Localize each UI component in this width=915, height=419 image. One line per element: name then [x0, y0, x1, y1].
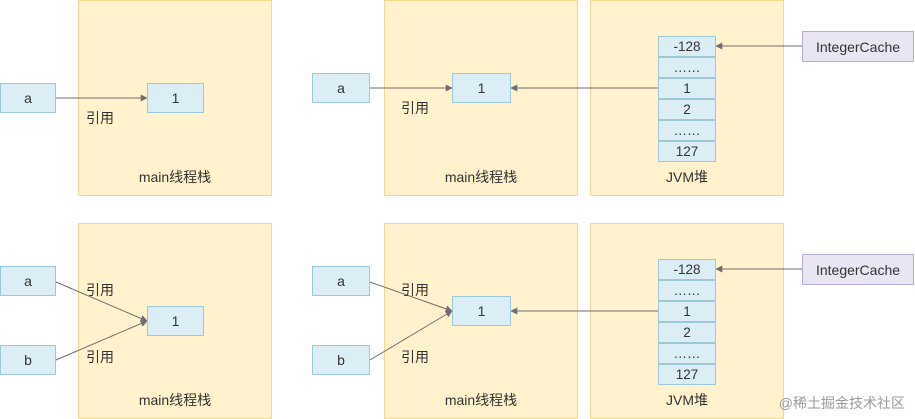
integercache-label-box: IntegerCache	[802, 254, 914, 285]
cache-cell: ……	[658, 280, 716, 301]
reference-label: 引用	[86, 282, 114, 298]
cache-cell: 1	[658, 78, 716, 99]
integer-cache-column: -128 …… 1 2 …… 127	[658, 259, 716, 385]
variable-b: b	[0, 345, 56, 375]
jvm-heap-label: JVM堆	[666, 392, 708, 408]
stack-value-box: 1	[452, 296, 511, 326]
arrow-a-to-value	[369, 281, 453, 313]
variable-a: a	[312, 73, 370, 103]
integer-cache-column: -128 …… 1 2 …… 127	[658, 36, 716, 162]
variable-a: a	[312, 266, 370, 296]
arrow-a-to-value	[55, 281, 148, 322]
cache-cell: 127	[658, 364, 716, 385]
arrow-b-to-value	[55, 320, 148, 361]
main-stack-frame-top-middle: main线程栈	[384, 0, 578, 196]
variable-b: b	[312, 345, 370, 375]
main-stack-label: main线程栈	[444, 169, 518, 185]
variable-a: a	[0, 266, 56, 296]
watermark: @稀土掘金技术社区	[778, 395, 905, 411]
variable-a: a	[0, 83, 56, 113]
reference-label: 引用	[86, 349, 114, 365]
main-stack-label: main线程栈	[138, 392, 212, 408]
stack-value-box: 1	[147, 306, 204, 336]
cache-cell: -128	[658, 259, 716, 280]
cache-cell: -128	[658, 36, 716, 57]
cache-cell: 127	[658, 141, 716, 162]
cache-cell: 1	[658, 301, 716, 322]
integercache-label-box: IntegerCache	[802, 31, 914, 62]
cache-cell: ……	[658, 343, 716, 364]
main-stack-label: main线程栈	[444, 392, 518, 408]
reference-label: 引用	[401, 282, 429, 298]
cache-cell: 2	[658, 99, 716, 120]
arrow-b-to-value	[369, 310, 453, 361]
reference-label: 引用	[401, 349, 429, 365]
jvm-heap-label: JVM堆	[666, 169, 708, 185]
reference-label: 引用	[401, 100, 429, 116]
stack-value-box: 1	[147, 83, 204, 113]
main-stack-label: main线程栈	[138, 169, 212, 185]
cache-cell: ……	[658, 120, 716, 141]
stack-value-box: 1	[452, 73, 511, 103]
cache-cell: 2	[658, 322, 716, 343]
cache-cell: ……	[658, 57, 716, 78]
reference-label: 引用	[86, 110, 114, 126]
